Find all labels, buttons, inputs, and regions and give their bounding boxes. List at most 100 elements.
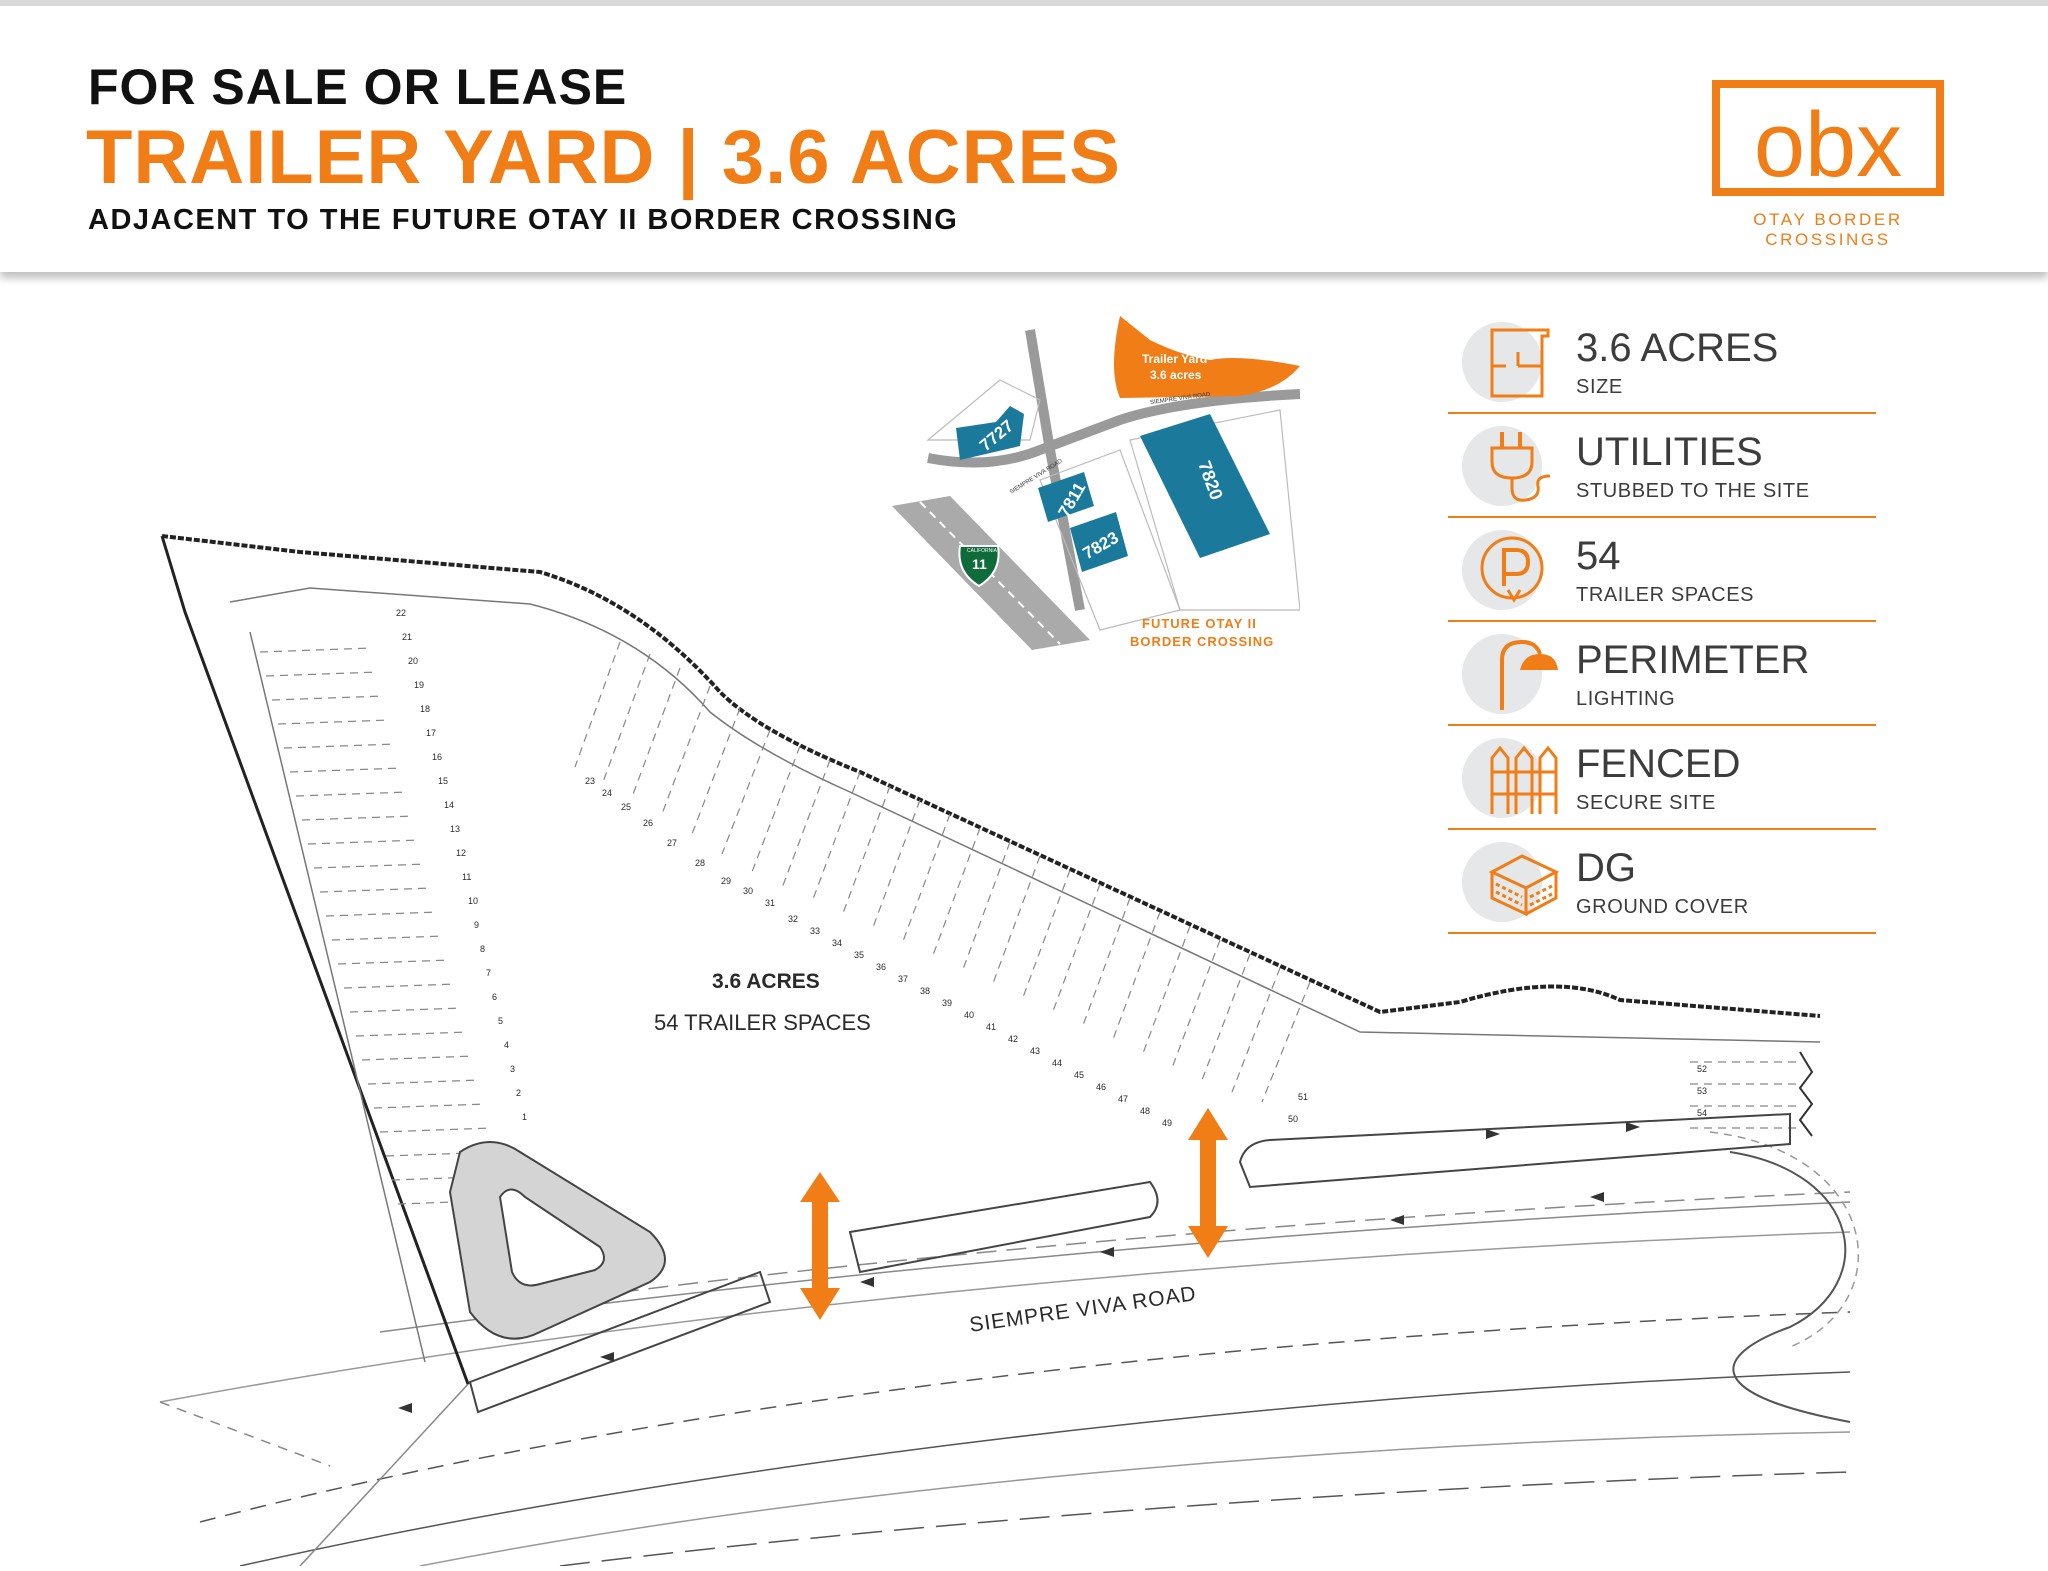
space-number: 39 [942,998,953,1008]
space-number: 6 [492,992,498,1002]
space-number: 18 [420,704,431,714]
site-spaces-label: 54 TRAILER SPACES [654,1010,871,1035]
space-number: 49 [1162,1118,1173,1128]
feature-divider [1448,828,1876,830]
feature-ground-cover: DG GROUND COVER [1448,830,1876,934]
feature-divider [1448,932,1876,934]
inset-trailer-yard-size: 3.6 acres [1150,368,1202,382]
space-number: 48 [1140,1106,1151,1116]
feature-title: FENCED [1576,742,1741,786]
feature-subtitle: STUBBED TO THE SITE [1576,480,1810,502]
space-number: 23 [585,776,596,786]
feature-lighting: PERIMETER LIGHTING [1448,622,1876,726]
space-number: 27 [667,838,678,848]
feature-title: PERIMETER [1576,638,1810,682]
space-number: 45 [1074,1070,1085,1080]
feature-subtitle: LIGHTING [1576,688,1676,710]
angled-parking-stalls [574,641,1311,1103]
building-7727 [956,406,1024,460]
subhead-text: ADJACENT TO THE FUTURE OTAY II BORDER CR… [88,204,959,236]
feature-divider [1448,620,1876,622]
space-number: 20 [408,656,419,666]
shield-number-label: 11 [972,556,987,572]
feature-title: DG [1576,846,1636,890]
space-number: 10 [468,896,479,906]
space-number: 12 [456,848,467,858]
feature-divider [1448,516,1876,518]
feature-size: 3.6 ACRES SIZE [1448,310,1876,414]
space-number: 31 [765,898,776,908]
space-number: 36 [876,962,887,972]
site-area-label: 3.6 ACRES [712,970,820,993]
access-arrow-icon [800,1108,1228,1320]
feature-divider [1448,412,1876,414]
space-number: 34 [832,938,843,948]
highway-shield-icon [958,545,1000,588]
space-number: 9 [474,920,480,930]
building-7823 [1070,512,1128,572]
space-number: 50 [1288,1114,1299,1124]
space-number: 52 [1697,1064,1708,1074]
location-inset-map: Trailer Yard 3.6 acres 7727 7811 7820 78… [880,310,1301,660]
space-number: 33 [810,926,821,936]
feature-utilities: UTILITIES STUBBED TO THE SITE [1448,414,1876,518]
building-7811 [1038,472,1094,522]
space-number: 3 [510,1064,516,1074]
feature-subtitle: GROUND COVER [1576,896,1749,918]
space-number: 51 [1298,1092,1309,1102]
feature-subtitle: SIZE [1576,376,1623,398]
space-number: 46 [1096,1082,1107,1092]
icon-background [1462,842,1542,922]
icon-background [1462,322,1542,402]
space-number: 19 [414,680,425,690]
space-number: 16 [432,752,443,762]
space-number: 28 [695,858,706,868]
space-number: 1 [522,1112,528,1122]
space-number: 53 [1697,1086,1708,1096]
trailer-yard-parcel [1114,316,1300,398]
feature-title: UTILITIES [1576,430,1763,474]
left-parking-stalls [259,647,511,1205]
lamp-icon [1500,639,1558,710]
space-number: 26 [643,818,654,828]
space-number: 54 [1697,1108,1708,1118]
feature-title: 54 [1576,534,1621,578]
fence-icon [1490,745,1558,814]
space-number: 5 [498,1016,504,1026]
inset-map-drawing [892,316,1301,650]
space-number: 4 [504,1040,510,1050]
feature-title: 3.6 ACRES [1576,326,1779,370]
page-header: FOR SALE OR LEASE TRAILER YARD | 3.6 ACR… [0,0,2048,272]
space-number: 41 [986,1022,997,1032]
inset-trailer-yard-label: Trailer Yard [1142,352,1208,366]
space-number: 38 [920,986,931,996]
space-number: 30 [743,886,754,896]
feature-subtitle: SECURE SITE [1576,792,1716,814]
plug-icon [1490,432,1551,502]
space-number: 8 [480,944,486,954]
eyebrow-title: FOR SALE OR LEASE [88,59,628,115]
space-number: 15 [438,776,449,786]
space-number: 29 [721,876,732,886]
space-number: 22 [396,608,407,618]
headline-title: TRAILER YARD | 3.6 ACRES [86,115,1121,200]
space-number: 24 [602,788,613,798]
feature-fenced: FENCED SECURE SITE [1448,726,1876,830]
crossing-label-line2: BORDER CROSSING [1130,634,1275,649]
space-number: 40 [964,1010,975,1020]
crossing-label-line1: FUTURE OTAY II [1142,616,1257,631]
space-number: 32 [788,914,799,924]
space-number: 17 [426,728,437,738]
ground-cover-icon [1488,854,1560,917]
space-number: 7 [486,968,492,978]
space-number: 14 [444,800,455,810]
obx-logo-icon: obx [1712,80,1944,196]
space-number: 37 [898,974,909,984]
space-number: 11 [462,872,472,882]
space-number: 21 [402,632,413,642]
building-7820 [1140,414,1270,558]
floorplan-icon [1490,328,1550,398]
feature-trailer-spaces: 54 TRAILER SPACES [1448,518,1876,622]
space-number: 43 [1030,1046,1041,1056]
space-number: 47 [1118,1094,1129,1104]
